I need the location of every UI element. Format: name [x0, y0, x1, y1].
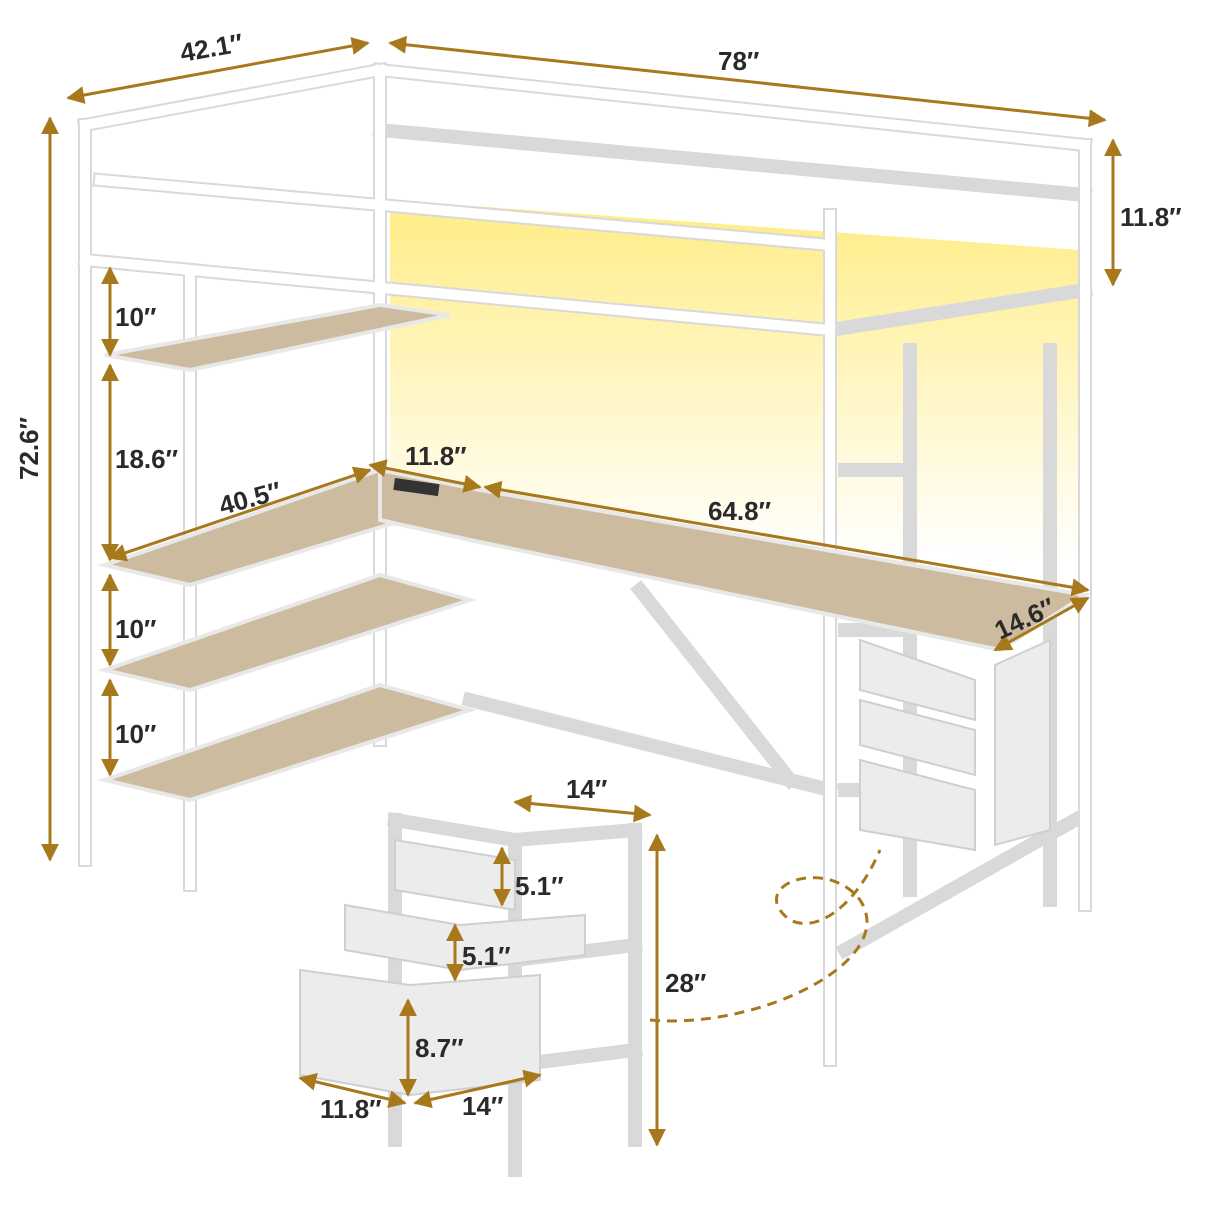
loft-bed-frame	[76, 61, 1094, 1067]
label-bottom-shelf-gap: 10″	[115, 719, 156, 749]
top-shelf	[104, 302, 451, 373]
label-bed-width: 42.1″	[178, 27, 245, 67]
label-drawer2-height: 5.1″	[462, 941, 511, 971]
label-desk-main-length: 64.8″	[708, 496, 771, 526]
label-top-shelf-gap: 10″	[115, 302, 156, 332]
label-total-height: 72.6″	[14, 417, 44, 480]
move-path-dashed	[649, 849, 882, 1023]
label-drawer3-height: 8.7″	[415, 1033, 464, 1063]
label-bed-length: 78″	[718, 46, 759, 76]
label-drawer1-height: 5.1″	[515, 871, 564, 901]
label-cabinet-width-top: 14″	[566, 774, 607, 804]
label-desk-corner-depth: 11.8″	[405, 441, 467, 471]
standalone-cabinet	[299, 811, 882, 1177]
attached-drawer-unit	[859, 638, 1051, 852]
label-cabinet-depth: 11.8″	[320, 1094, 382, 1124]
label-cabinet-width-bottom: 14″	[462, 1091, 503, 1121]
bottom-shelf	[97, 682, 477, 803]
middle-shelf	[97, 572, 477, 693]
label-middle-shelf-gap: 10″	[115, 614, 156, 644]
label-cabinet-height: 28″	[665, 968, 706, 998]
label-upper-shelf-gap: 18.6″	[115, 444, 178, 474]
label-guardrail-height: 11.8″	[1120, 202, 1182, 232]
dimension-lines	[41, 35, 1122, 1147]
